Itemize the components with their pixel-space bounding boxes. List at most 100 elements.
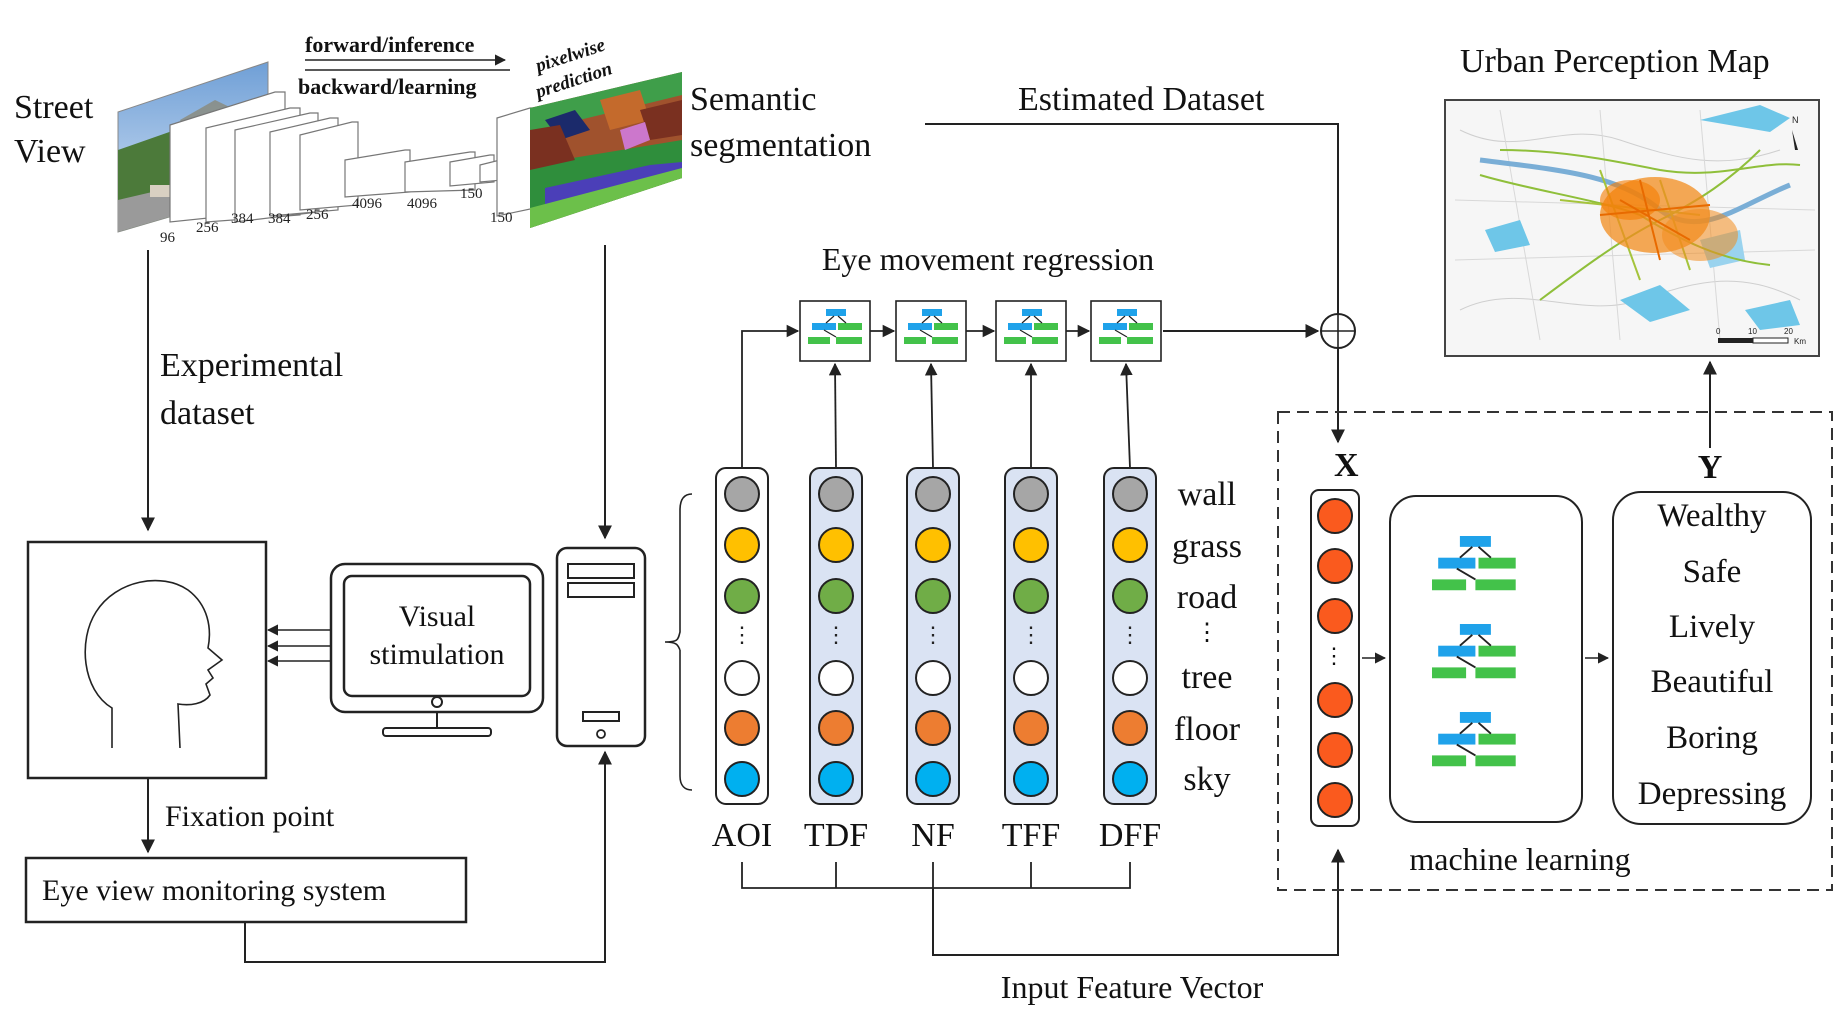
x-vector-circles: [1317, 498, 1353, 818]
x-vector-node: [1317, 548, 1353, 584]
y-label: Y: [1698, 449, 1723, 486]
aoi-to-regression-arrow: [741, 324, 800, 468]
x-vector-node: [1317, 782, 1353, 818]
cnn-size-label: 4096: [407, 196, 438, 212]
experimental-label-line2: dataset: [160, 395, 255, 432]
decision-tree-icon: [1432, 712, 1516, 767]
feature-node: [1112, 710, 1148, 746]
feature-node: [818, 710, 854, 746]
feature-column-label: AOI: [712, 817, 772, 854]
x-vector-node: [1317, 732, 1353, 768]
scale-label-20: 20: [1784, 327, 1793, 336]
feature-node: [915, 761, 951, 797]
perception-label: Safe: [1683, 554, 1742, 590]
map-north-label: N: [1792, 115, 1799, 125]
urban-perception-map: N 0 10 20 Km: [1444, 99, 1820, 357]
feature-column-label: DFF: [1099, 817, 1161, 854]
urban-map-title: Urban Perception Map: [1460, 43, 1770, 80]
eye-view-system-label: Eye view monitoring system: [42, 874, 386, 907]
machine-learning-panel: [1277, 411, 1833, 891]
perception-label: Lively: [1669, 609, 1756, 645]
forward-inference-label: forward/inference: [305, 32, 475, 57]
feature-node: [818, 761, 854, 797]
column-ellipsis: ⋮: [1020, 622, 1042, 647]
regression-tree-chain: [799, 300, 1162, 362]
perception-outputs: Wealthy Safe Lively Beautiful Boring Dep…: [1638, 498, 1786, 812]
visual-stimulation-line2: stimulation: [370, 638, 505, 671]
feature-node: [724, 710, 760, 746]
feature-bracket: [741, 862, 1131, 889]
eye-view-system-box: [24, 856, 468, 924]
feature-node: [1112, 660, 1148, 696]
computer-tower-icon: [555, 546, 647, 748]
semantic-label-line2: segmentation: [690, 127, 871, 164]
feature-column-label: TFF: [1002, 817, 1061, 854]
backward-learning-label: backward/learning: [298, 74, 476, 99]
cnn-size-label: 384: [231, 211, 254, 227]
x-vector-ellipsis: ⋮: [1323, 643, 1345, 668]
class-label: sky: [1183, 761, 1230, 798]
feature-node: [915, 578, 951, 614]
decision-tree-icon: [808, 309, 862, 344]
eye-system-to-computer-arrow: [244, 750, 612, 963]
decision-tree-icon: [1432, 624, 1516, 679]
feature-node: [818, 476, 854, 512]
head-profile-icon: [84, 579, 224, 749]
decision-tree-icon: [1004, 309, 1058, 344]
visual-stimulation-line1: Visual: [399, 600, 476, 633]
feature-node: [1013, 710, 1049, 746]
cnn-layers: [169, 91, 536, 223]
feature-node: [724, 476, 760, 512]
feature-node: [1013, 476, 1049, 512]
class-label: tree: [1182, 659, 1233, 696]
cnn-size-label: 150: [490, 210, 513, 226]
feature-node: [915, 710, 951, 746]
column-to-regression-arrow: [924, 362, 938, 469]
estimated-dataset-arrow: [925, 123, 1345, 444]
feature-column-label: NF: [911, 817, 954, 854]
feature-node: [818, 578, 854, 614]
experimental-label-line1: Experimental: [160, 347, 343, 384]
sum-node-icon: [1320, 313, 1356, 349]
eye-regression-title: Eye movement regression: [822, 241, 1154, 277]
column-ellipsis: ⋮: [731, 622, 753, 647]
feature-node: [1112, 476, 1148, 512]
column-to-regression-arrow: [1120, 362, 1133, 469]
perception-label: Beautiful: [1651, 664, 1774, 700]
column-ellipsis: ⋮: [1119, 622, 1141, 647]
scale-unit-label: Km: [1794, 337, 1806, 346]
feature-node: [1112, 761, 1148, 797]
feature-node: [818, 660, 854, 696]
feature-columns: ⋮AOI⋮TDF⋮NF⋮TFF⋮DFF: [712, 324, 1161, 854]
feature-node: [724, 578, 760, 614]
cnn-size-label: 96: [160, 230, 176, 246]
north-arrow-icon: [1792, 130, 1798, 150]
decision-tree-icon: [904, 309, 958, 344]
feature-node: [915, 660, 951, 696]
class-label: grass: [1172, 528, 1242, 565]
class-label: road: [1177, 579, 1237, 616]
x-vector-node: [1317, 498, 1353, 534]
ensemble-model-box: [1389, 495, 1583, 823]
class-label: ⋮: [1195, 620, 1219, 646]
feature-vector-arrow: [932, 848, 1345, 956]
cnn-size-label: 256: [196, 220, 219, 236]
scale-label-0: 0: [1716, 327, 1721, 336]
cnn-size-label: 4096: [352, 196, 383, 212]
street-view-label-line2: View: [14, 133, 86, 170]
fixation-point-label: Fixation point: [165, 800, 335, 833]
feature-node: [818, 527, 854, 563]
perception-label: Boring: [1666, 720, 1758, 756]
scale-bar-icon: [1718, 338, 1753, 343]
street-view-label-line1: Street: [14, 89, 94, 126]
perception-label: Depressing: [1638, 776, 1786, 812]
class-label: floor: [1174, 711, 1241, 748]
feature-node: [1013, 660, 1049, 696]
cnn-size-label: 150: [460, 186, 483, 202]
feature-node: [1112, 527, 1148, 563]
column-to-regression-arrow: [828, 362, 842, 469]
estimated-dataset-label: Estimated Dataset: [1018, 81, 1265, 118]
scale-label-10: 10: [1748, 327, 1757, 336]
feature-node: [915, 476, 951, 512]
cnn-size-label: 256: [306, 207, 329, 223]
